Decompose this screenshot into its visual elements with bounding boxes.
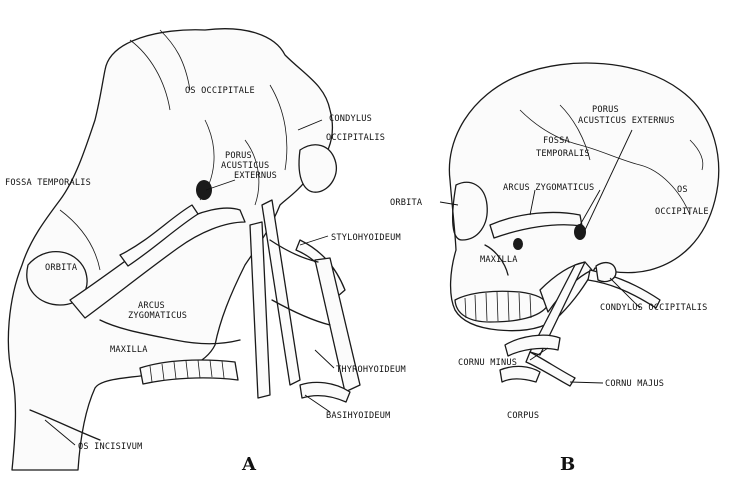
label-condylus-occipitalis-b: CONDYLUS OCCIPITALIS xyxy=(600,303,707,313)
label-stylohyoideum-a: STYLOHYOIDEUM xyxy=(331,233,401,243)
label-zygomaticus-a: ZYGOMATICUS xyxy=(128,311,187,321)
label-fossa-b: FOSSA xyxy=(543,136,570,146)
label-orbita-b: ORBITA xyxy=(390,198,423,208)
label-arcus-a: ARCUS xyxy=(138,301,165,311)
label-cornu-minus-b: CORNU MINUS xyxy=(458,358,517,368)
panel-b-drawing xyxy=(449,63,718,386)
label-acusticus-externus-b: ACUSTICUS EXTERNUS xyxy=(578,116,675,126)
label-thyrohyoideum-a: THYROHYOIDEUM xyxy=(336,365,406,375)
infraorbital-foramen xyxy=(513,238,523,250)
label-orbita-a: ORBITA xyxy=(45,263,78,273)
label-temporalis-b: TEMPORALIS xyxy=(536,149,590,159)
label-maxilla-a: MAXILLA xyxy=(110,345,148,355)
label-os-b: OS xyxy=(677,185,688,195)
label-occipitalis-a: OCCIPITALIS xyxy=(326,133,385,143)
label-porus-a: PORUS xyxy=(225,151,252,161)
condylus-a xyxy=(299,145,336,192)
label-cornu-majus-b: CORNU MAJUS xyxy=(605,379,664,389)
label-arcus-zygomaticus-b: ARCUS ZYGOMATICUS xyxy=(503,183,594,193)
label-corpus-b: CORPUS xyxy=(507,411,539,421)
label-condylus-a: CONDYLUS xyxy=(329,114,372,124)
label-maxilla-b: MAXILLA xyxy=(480,255,518,265)
porus-hole-a xyxy=(196,180,212,200)
label-os-occipitale-a: OS OCCIPITALE xyxy=(185,86,255,96)
label-porus-b: PORUS xyxy=(592,105,619,115)
label-externus-a: EXTERNUS xyxy=(234,171,277,181)
label-occipitale-b: OCCIPITALE xyxy=(655,207,709,217)
human-cranium xyxy=(449,63,718,331)
panel-a-letter: A xyxy=(241,454,257,474)
label-basihyoideum-a: BASIHYOIDEUM xyxy=(326,411,391,421)
porus-hole-b xyxy=(574,224,586,240)
label-os-incisivum-a: OS INCISIVUM xyxy=(78,442,143,452)
label-fossa-temporalis-a: FOSSA TEMPORALIS xyxy=(5,178,91,188)
panel-b-letter: B xyxy=(560,454,575,474)
label-acusticus-a: ACUSTICUS xyxy=(221,161,269,171)
